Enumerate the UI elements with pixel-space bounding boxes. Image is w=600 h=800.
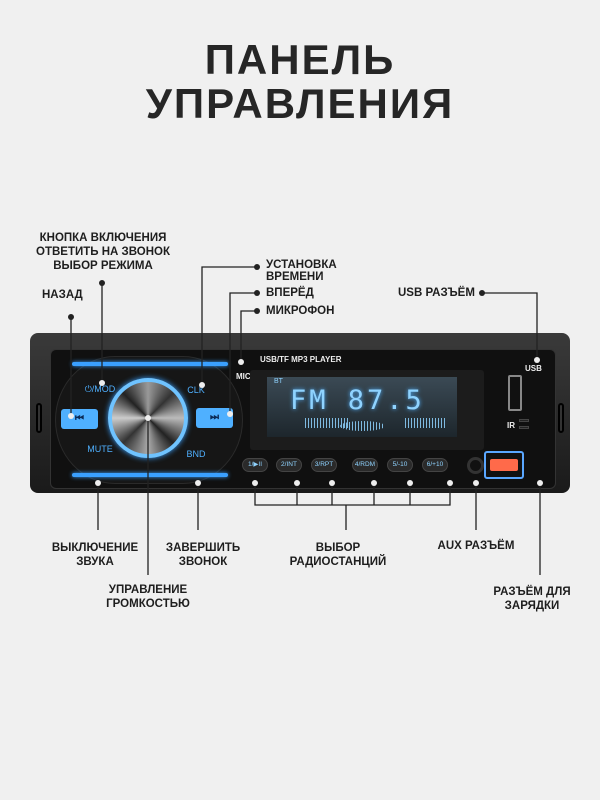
callout-power-line: ВЫБОР РЕЖИМА <box>53 260 153 272</box>
callout-aux: AUX РАЗЪЁМ <box>437 540 515 552</box>
display-bt: BT <box>274 378 283 385</box>
charging-port[interactable] <box>484 451 524 479</box>
callout-charge-line: РАЗЪЁМ ДЛЯ <box>493 586 571 598</box>
callout-presets: ВЫБОР РАДИОСТАНЦИЙ <box>290 541 387 569</box>
callout-hangup-line: ЗАВЕРШИТЬ <box>165 542 241 554</box>
volume-knob[interactable] <box>108 378 188 458</box>
callout-volume-line: ГРОМКОСТЬЮ <box>106 598 190 610</box>
callout-clock-line: УСТАНОВКА <box>266 259 337 271</box>
next-button[interactable]: ⏭ <box>196 408 233 428</box>
preset-button-1[interactable]: 1/▶II <box>242 458 268 472</box>
callout-power: КНОПКА ВКЛЮЧЕНИЯ ОТВЕТИТЬ НА ЗВОНОК ВЫБО… <box>36 231 170 273</box>
ir-sensor <box>519 419 529 422</box>
title-line-2: УПРАВЛЕНИЯ <box>145 80 455 127</box>
callout-hangup: ЗАВЕРШИТЬ ЗВОНОК <box>166 541 240 569</box>
bnd-button[interactable]: BND <box>186 449 206 459</box>
top-light-bar <box>72 362 228 366</box>
callout-mute-line: ЗВУКА <box>76 556 114 568</box>
callout-charge: РАЗЪЁМ ДЛЯ ЗАРЯДКИ <box>493 585 570 613</box>
callout-mute-line: ВЫКЛЮЧЕНИЕ <box>51 542 139 554</box>
callout-usb: USB РАЗЪЁМ <box>398 287 475 299</box>
aux-jack[interactable] <box>467 457 484 474</box>
preset-button-4[interactable]: 4/RDM <box>352 458 378 472</box>
callout-charge-line: ЗАРЯДКИ <box>504 600 560 612</box>
clk-button[interactable]: CLK <box>187 385 205 395</box>
usb-label: USB <box>525 364 542 373</box>
callout-back: НАЗАД <box>42 289 83 301</box>
mod-button[interactable]: ⏻/MOD <box>84 384 116 394</box>
eq-bars-right <box>405 418 445 428</box>
eq-bars-center <box>340 421 385 431</box>
mic-label: MIC <box>236 372 251 381</box>
callout-power-line: КНОПКА ВКЛЮЧЕНИЯ <box>39 232 167 244</box>
eq-bars-left <box>305 418 350 428</box>
callout-volume-line: УПРАВЛЕНИЕ <box>108 584 188 596</box>
bottom-light-bar <box>72 473 228 477</box>
callout-presets-line: ВЫБОР <box>315 542 361 554</box>
callout-clock-line: ВРЕМЕНИ <box>266 271 324 283</box>
callout-volume: УПРАВЛЕНИЕ ГРОМКОСТЬЮ <box>106 583 190 611</box>
callout-mute: ВЫКЛЮЧЕНИЕ ЗВУКА <box>52 541 138 569</box>
callout-presets-line: РАДИОСТАНЦИЙ <box>289 556 387 568</box>
preset-button-2[interactable]: 2/INT <box>276 458 302 472</box>
callout-power-line: ОТВЕТИТЬ НА ЗВОНОК <box>36 246 170 258</box>
callout-hangup-line: ЗВОНОК <box>178 556 228 568</box>
callout-forward: ВПЕРЁД <box>266 287 314 299</box>
usb-port[interactable] <box>508 375 522 411</box>
title-line-1: ПАНЕЛЬ <box>204 36 396 83</box>
model-label: USB/TF MP3 PLAYER <box>260 355 342 364</box>
mute-button[interactable]: MUTE <box>87 444 113 454</box>
left-mount-slot <box>36 403 42 433</box>
display-frequency: FM 87.5 <box>290 385 425 416</box>
right-mount-slot <box>558 403 564 433</box>
callout-mic: МИКРОФОН <box>266 305 335 317</box>
preset-button-3[interactable]: 3/RPT <box>311 458 337 472</box>
preset-button-6[interactable]: 6/+10 <box>422 458 448 472</box>
prev-button[interactable]: ⏮ <box>61 409 98 429</box>
ir-sensor <box>519 426 529 429</box>
preset-button-5[interactable]: 5/-10 <box>387 458 413 472</box>
ir-label: IR <box>507 421 515 430</box>
charging-port-insert <box>490 459 518 471</box>
callout-clock: УСТАНОВКА ВРЕМЕНИ <box>266 259 337 283</box>
